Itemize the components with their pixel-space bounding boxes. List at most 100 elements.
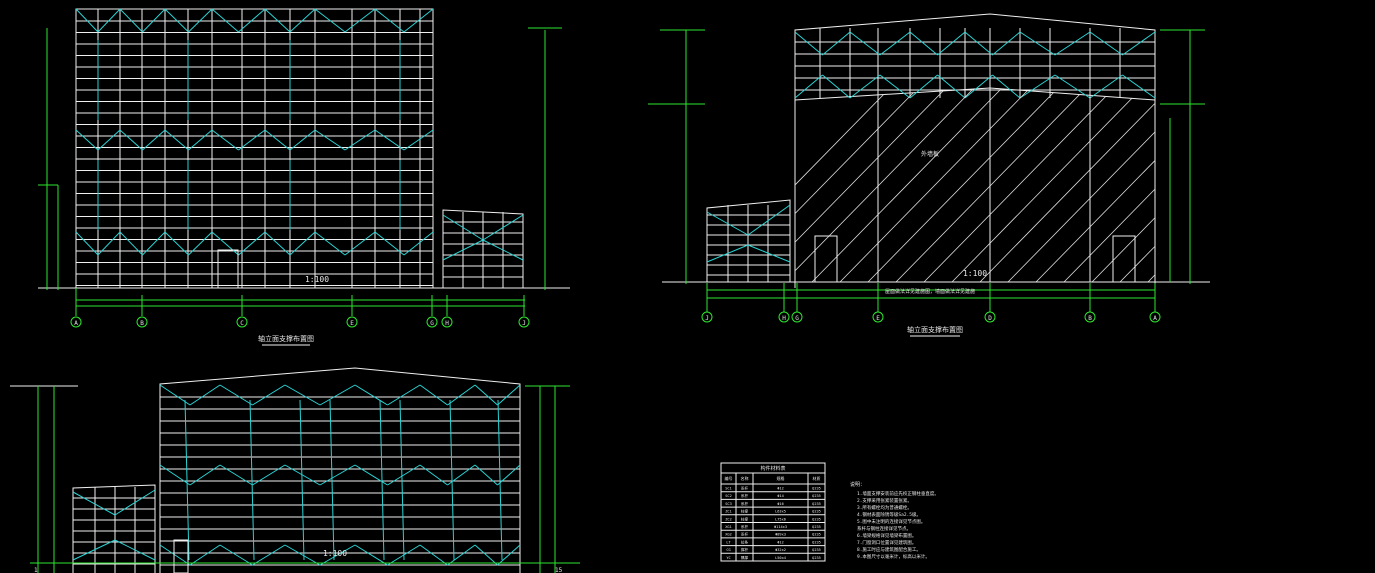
elev1-wall-girts: [76, 20, 433, 286]
bracing-member: [238, 129, 266, 151]
wall-hatch-line: [1035, 88, 1155, 282]
elev1-axis-label: B: [140, 320, 144, 327]
tie-rod: [299, 399, 305, 561]
bracing-member: [211, 231, 239, 256]
notes-line: 8.施工时应与建筑图配合施工。: [857, 546, 921, 553]
elev1-axis-label: J: [522, 320, 526, 327]
bracing-member: [119, 129, 143, 151]
table-cell: ZC1: [725, 510, 732, 514]
elev1-columns: [97, 9, 421, 288]
roof-bracing: [1122, 74, 1156, 99]
table-cell: L50x4: [775, 556, 786, 560]
bracing-member: [75, 129, 99, 151]
table-cell: 系杆: [741, 501, 749, 506]
elev1-axis-label: C: [240, 320, 244, 327]
bracing-member: [75, 8, 99, 33]
member-table-title: 构件材料表: [760, 465, 785, 472]
bracing-member: [354, 464, 388, 486]
table-header-cell: 规格: [777, 475, 785, 481]
table-cell: XG2: [725, 533, 732, 537]
elev2-axis-label: H: [782, 315, 786, 322]
table-cell: SC1: [725, 487, 732, 491]
bracing-member: [142, 8, 166, 33]
wall-hatch-line: [1232, 88, 1375, 282]
elev2-hatch-label: 外墙板: [921, 150, 939, 158]
annex-bracing: [482, 239, 524, 261]
table-cell: Φ16: [777, 502, 784, 506]
bracing-member: [264, 129, 291, 151]
bracing-member: [344, 8, 376, 33]
roof-bracing: [937, 74, 966, 99]
bracing-member: [497, 544, 521, 566]
table-cell: Φ114x3: [774, 525, 787, 529]
roof-bracing: [1122, 31, 1156, 56]
elev1-axis-label: E: [350, 320, 354, 327]
roof-bracing: [992, 31, 1021, 56]
table-cell: Q235: [812, 548, 821, 552]
wall-hatch-line: [923, 88, 1115, 282]
bracing-member: [474, 464, 498, 486]
bracing-member: [374, 129, 405, 151]
table-cell: Q235: [812, 510, 821, 514]
roof-bracing: [964, 74, 993, 99]
wall-hatch-line: [951, 88, 1143, 282]
elevation-1: A B C E G H J 1:100 轴立面支撑布置图: [38, 8, 570, 346]
bracing-member: [403, 231, 434, 256]
elev2-scale: 1:100: [963, 269, 987, 278]
bracing-member: [219, 544, 253, 566]
bracing-member: [419, 464, 448, 486]
roof-bracing: [1019, 31, 1056, 56]
elev2-annex-structure: [706, 204, 791, 282]
elev3-scale: 1:100: [323, 549, 347, 558]
bracing-member: [403, 129, 434, 151]
wall-hatch-line: [1204, 88, 1375, 282]
bracing-member: [188, 231, 213, 256]
table-cell: Q235: [812, 540, 821, 544]
table-cell: SC3: [725, 502, 732, 506]
elev2-title: 轴立面支撑布置图: [907, 325, 963, 334]
table-header-cell: 材质: [813, 475, 821, 481]
elev1-scale: 1:100: [305, 275, 329, 284]
annex-bracing: [442, 239, 484, 261]
elev2-door-right: [1112, 235, 1136, 283]
elev2-dimensions: [648, 29, 1205, 312]
table-cell: Φ32x2: [775, 548, 786, 552]
elev2-roof-bracing: [794, 28, 1156, 99]
elev1-title: 轴立面支撑布置图: [258, 334, 314, 343]
roof-bracing: [964, 31, 993, 56]
notes-line: 系杆与钢柱连接详见节点。: [857, 525, 911, 532]
bracing-member: [159, 544, 191, 566]
wall-hatch-line: [795, 88, 891, 282]
notes-line: 2.支撑采用张紧装置张紧。: [857, 497, 912, 504]
roof-bracing: [1089, 31, 1123, 56]
bracing-member: [164, 231, 189, 256]
table-cell: 柱撑: [741, 509, 749, 514]
wall-hatch-line: [1091, 88, 1155, 282]
table-cell: 撑杆: [741, 547, 749, 552]
roof-bracing: [879, 74, 911, 99]
bracing-member: [314, 231, 346, 256]
elev3-annex-structure: [72, 487, 156, 573]
table-cell: 隅撑: [741, 555, 749, 560]
elev1-annex-structure: [442, 212, 524, 288]
tie-rod: [379, 399, 385, 561]
bracing-member: [164, 129, 189, 151]
table-cell: 系杆: [741, 493, 749, 498]
bracing-member: [238, 231, 266, 256]
bracing-member: [211, 129, 239, 151]
elev2-axis-label: E: [876, 315, 880, 322]
elev1-axis-label: G: [430, 320, 434, 327]
wall-hatch-line: [795, 88, 947, 282]
wall-hatch-line: [1176, 88, 1366, 282]
annex-bracing: [482, 214, 524, 241]
bracing-member: [289, 129, 316, 151]
roof-bracing: [1089, 74, 1123, 99]
table-cell: Φ14: [777, 494, 784, 498]
wall-hatch-line: [895, 88, 1087, 282]
table-cell: Q235: [812, 517, 821, 521]
notes-line: 6.墙梁规格详见墙梁布置图。: [857, 532, 916, 539]
elev2-wall-hatch: [795, 88, 1375, 282]
roof-bracing: [909, 31, 938, 56]
annex-bracing: [442, 214, 484, 241]
